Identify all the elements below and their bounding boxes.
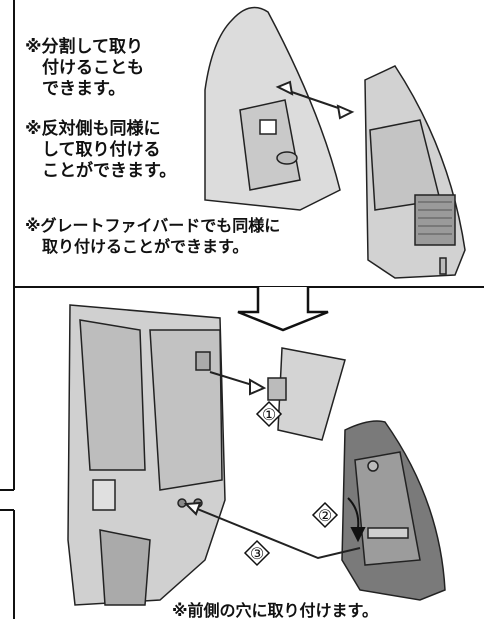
- step1-arrow: [209, 371, 267, 396]
- wing-piece-lower: [341, 420, 446, 601]
- note-other-side: ※反対側も同様に して取り付ける ことができます。: [25, 119, 176, 182]
- step3-arrow: [183, 501, 361, 560]
- step2-marker: [311, 501, 339, 529]
- note-other-side-line3: ことができます。: [42, 161, 177, 181]
- down-arrow-icon: [237, 287, 329, 332]
- note-great-fiverd-line2: 取り付けることができます。: [42, 237, 249, 256]
- note-other-side-line2: して取り付ける: [42, 140, 161, 160]
- note-other-side-line1: ※反対側も同様に: [25, 119, 161, 139]
- front-hole-note: ※前側の穴に取り付けます。: [172, 601, 378, 620]
- fin-piece: [267, 347, 346, 441]
- robot-body: [67, 304, 226, 606]
- step3-label: ③: [250, 544, 264, 563]
- note-split-line2: 付けることも: [42, 58, 144, 78]
- step1-label: ①: [262, 405, 276, 424]
- step2-label: ②: [318, 506, 332, 525]
- note-split: ※分割して取り 付けることも できます。: [25, 37, 144, 100]
- separation-arrow: [275, 80, 355, 120]
- wing-part-right: [364, 65, 466, 279]
- step3-marker: [243, 539, 271, 567]
- note-split-line3: できます。: [42, 79, 126, 99]
- note-split-line1: ※分割して取り: [25, 37, 144, 57]
- wing-part-light: [204, 6, 341, 211]
- note-great-fiverd-line1: ※グレートファイバードでも同様に: [25, 216, 281, 235]
- step2-arrow: [347, 497, 366, 543]
- step1-marker: [255, 400, 283, 428]
- note-great-fiverd: ※グレートファイバードでも同様に 取り付けることができます。: [25, 215, 280, 257]
